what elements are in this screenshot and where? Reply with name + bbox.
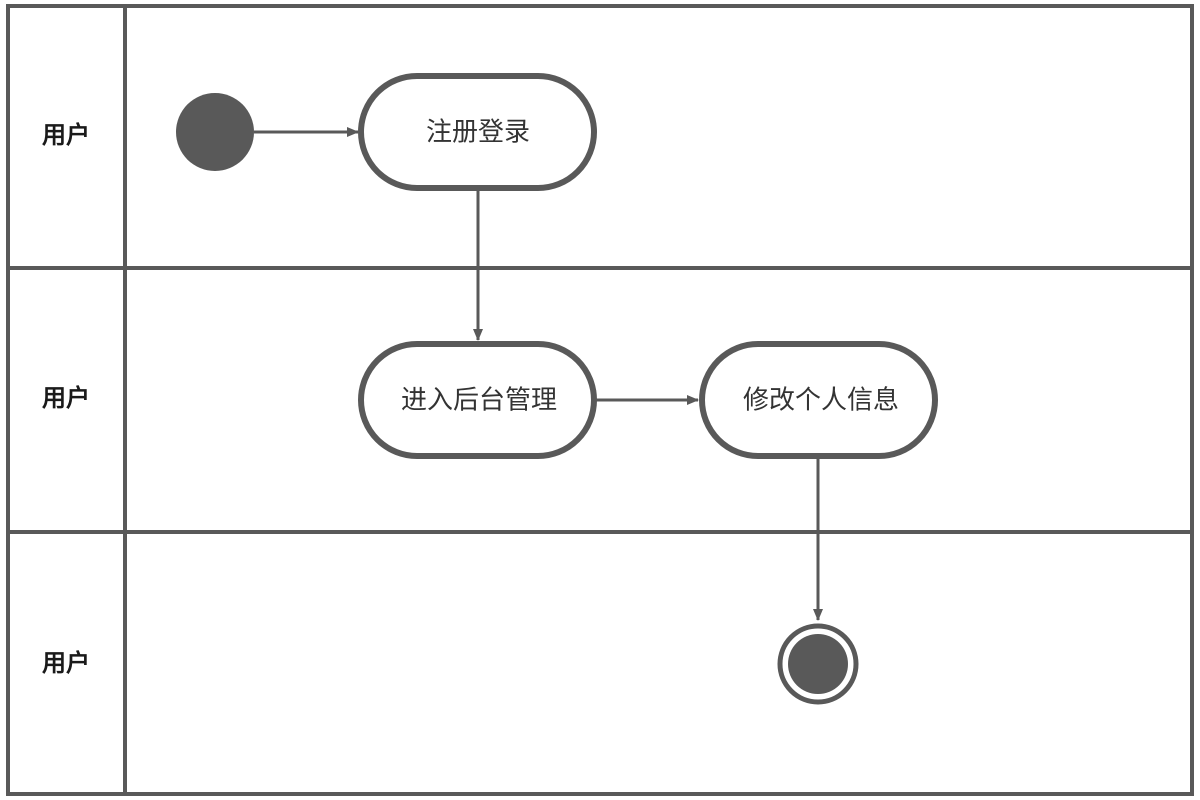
edges	[254, 127, 823, 621]
activity-enter-admin-label: 进入后台管理	[401, 386, 557, 416]
activity-register-login-label: 注册登录	[426, 118, 530, 148]
final-node-core	[788, 634, 848, 694]
activity-edit-profile-label: 修改个人信息	[743, 386, 899, 416]
lane-2-label: 用户	[42, 384, 90, 412]
lane-3: 用户	[42, 649, 90, 677]
lane-1: 用户	[42, 121, 90, 149]
activity-edit-profile[interactable]: 修改个人信息	[699, 341, 938, 459]
activity-enter-admin[interactable]: 进入后台管理	[358, 341, 597, 459]
final-node	[777, 623, 859, 705]
activity-register-login-shape	[358, 73, 597, 191]
lane-2: 用户	[42, 384, 90, 412]
swimlane-frame	[6, 4, 1194, 796]
initial-node	[176, 93, 254, 171]
activity-enter-admin-shape	[358, 341, 597, 459]
activity-register-login[interactable]: 注册登录	[358, 73, 597, 191]
lane-1-label: 用户	[42, 121, 90, 149]
activity-edit-profile-shape	[699, 341, 938, 459]
lane-3-label: 用户	[42, 649, 90, 677]
